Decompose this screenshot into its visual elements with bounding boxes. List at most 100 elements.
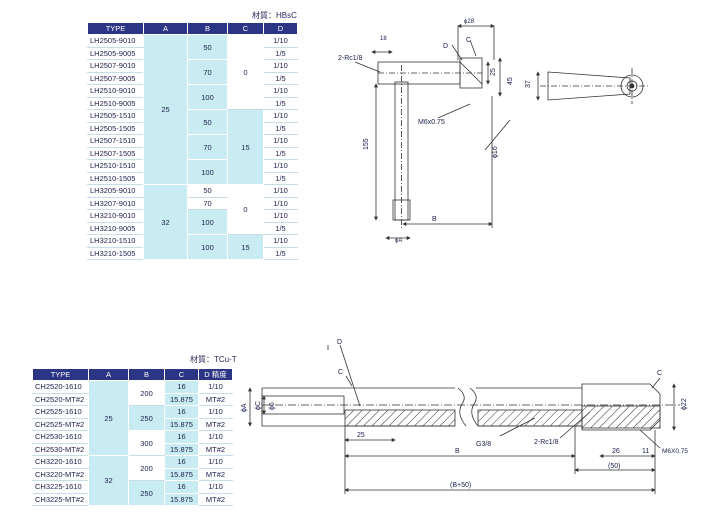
table-row: CH2520-MT#2 15.875 MT#2 [32,392,233,406]
type-cell: LH2510-9005 [87,96,144,110]
type-cell: CH3220-1610 [32,455,89,469]
d-cell: MT#2 [198,492,233,506]
d-cell: 1/10 [263,209,298,223]
b-cell: 250 [128,405,165,431]
table-row: LH2510-1510 100 1/10 [87,159,298,185]
table-row: LH3210-1510 100 15 1/10 [87,234,298,260]
type-cell: LH3207-9010 [87,196,144,210]
d-cell: MT#2 [198,467,233,481]
d-cell: 1/10 [263,109,298,123]
label-d: D [443,43,448,50]
c-cell: 15 [227,234,264,260]
table-row: LH3207-9010 70 1/10 [87,196,298,210]
dim-37: 37 [525,80,532,88]
bottom-material-label: 材質：TCu-T [190,355,237,364]
leader-m6 [437,103,471,119]
dim-phi28: ϕ28 [464,19,475,25]
c-cell: 15 [227,109,264,185]
leader-c-left [345,375,353,387]
thread-label: M6x0.75 [418,119,445,126]
b-cell: 200 [128,380,165,406]
header-type: TYPE [32,368,89,381]
b-cell: 70 [187,196,228,210]
type-cell: CH3220-MT#2 [32,467,89,481]
label-rc: 2-Rc1/8 [338,55,363,62]
thread-label: M6X0.75 [662,448,688,455]
type-cell: CH2530-MT#2 [32,442,89,456]
d-cell: 1/10 [198,405,233,419]
dim-50: (50) [608,463,620,470]
header-type: TYPE [87,22,144,35]
head-chamfer [459,61,483,85]
type-cell: LH2505-1510 [87,109,144,123]
dim-25: 25 [357,432,365,439]
leader-rc [559,411,591,439]
b-cell: 200 [128,455,165,481]
table-row: LH3210-9010 100 1/10 [87,209,298,235]
d-cell: 1/10 [263,84,298,98]
dim-45: 45 [507,77,514,85]
hatched-mid [477,409,583,427]
label-rc: 2-Rc1/8 [534,439,559,446]
dim-18: 18 [380,36,387,42]
dim-25: 25 [490,68,497,76]
table-row: LH2505-9010 25 50 0 1/10 [87,34,298,185]
table-row: CH3225-1610 250 16 1/10 [32,480,233,506]
dim-phi22: ϕ22 [681,398,688,410]
b-cell: 50 [187,34,228,60]
header-d: D [263,22,298,35]
b-cell: 70 [187,134,228,160]
a-cell: 32 [143,184,188,260]
label-d: D [337,339,342,346]
shaft-end [392,199,411,221]
type-cell: CH3225-1610 [32,480,89,494]
drawing-lever-handle [354,24,511,240]
table-row: LH2510-9010 100 1/10 [87,84,298,110]
type-cell: LH2507-9005 [87,71,144,85]
table-row: LH2510-9005 1/5 [87,96,298,110]
table-row: LH2505-1510 50 15 1/10 [87,109,298,185]
c-cell: 16 [164,455,199,469]
b-cell: 100 [187,84,228,110]
leader-c [469,39,477,57]
c-cell: 16 [164,430,199,444]
type-cell: LH2505-9010 [87,34,144,48]
d-cell: 1/10 [263,34,298,48]
d-cell: 1/5 [263,171,298,185]
d-cell: 1/5 [263,46,298,60]
top-material-label: 材質：HBsC [252,11,297,20]
c-cell: 0 [227,34,264,110]
leader-g38 [499,417,536,437]
leader-phi16 [484,119,511,151]
type-cell: CH2530-1610 [32,430,89,444]
b-cell: 50 [187,184,228,198]
header-c: C [164,368,199,381]
label-g38: G3/8 [476,441,491,448]
table-row: CH2530-1610 300 16 1/10 [32,430,233,456]
table-row: CH3225-MT#2 15.875 MT#2 [32,492,233,506]
drawing-lever-side-view [536,68,648,104]
hatched-right [581,405,661,429]
label-c: C [466,37,471,44]
label-phia: ϕA [241,403,248,412]
label-c-right: C [657,370,662,377]
type-cell: CH3225-MT#2 [32,492,89,506]
a-cell: 25 [88,380,129,456]
header-d: D 精度 [198,368,233,381]
type-cell: CH2525-1610 [32,405,89,419]
bottom-spec-table: TYPE A B C D 精度 CH2520-1610 25 200 16 1/… [32,368,233,506]
top-table-header: TYPE A B C D [87,22,298,35]
table-row: CH2525-1610 250 16 1/10 [32,405,233,431]
d-cell: 1/10 [263,234,298,248]
table-row: LH2510-1505 1/5 [87,171,298,185]
b-cell: 100 [187,159,228,185]
a-cell: 25 [143,34,188,185]
leader-d [451,44,463,61]
leader-c-right [651,377,661,389]
table-row: LH2505-9005 1/5 [87,46,298,60]
leader-rc [354,61,381,73]
dim-155: 155 [363,138,370,150]
label-c-left: C [338,369,343,376]
label-phi6: ϕ6 [269,402,276,410]
